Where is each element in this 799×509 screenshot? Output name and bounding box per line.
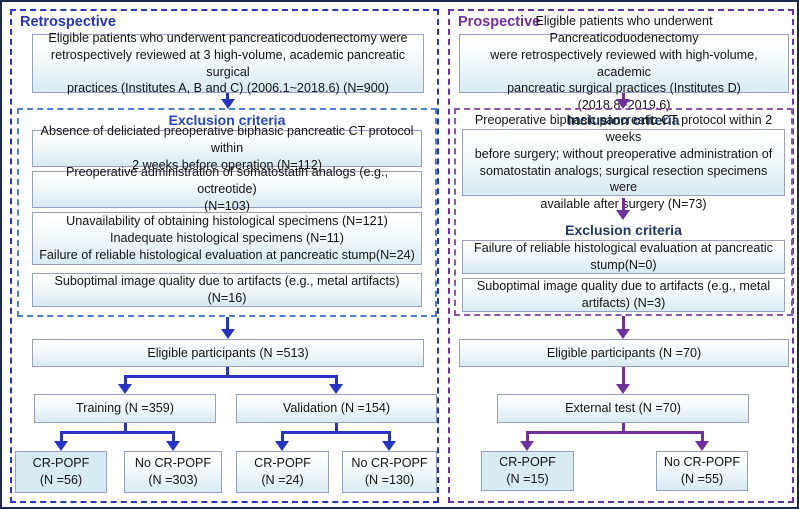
exclusion-item-box: Preoperative administration of somatosta… — [32, 165, 422, 213]
training-crpopf-box: CR-POPF (N =56) — [15, 451, 107, 493]
arrow-head — [221, 329, 235, 339]
exclusion-item-box: Failure of reliable histological evaluat… — [462, 240, 785, 274]
connector-line — [124, 423, 127, 433]
eligible-participants-box: Eligible participants (N =513) — [32, 339, 424, 367]
connector-line — [335, 423, 338, 433]
exclusion-item-box: Suboptimal image quality due to artifact… — [462, 278, 785, 312]
connector-line — [282, 431, 390, 434]
arrow-head — [221, 99, 235, 109]
arrow-head — [616, 210, 630, 220]
exclusion-criteria-container: Exclusion criteria Absence of deliciated… — [17, 108, 437, 317]
arrow-head — [382, 441, 396, 451]
validation-box: Validation (N =154) — [236, 394, 437, 423]
arrow-stem — [622, 367, 625, 386]
arrow-stem — [335, 375, 338, 385]
arrow-stem — [60, 431, 63, 442]
connector-line — [226, 367, 229, 377]
training-box: Training (N =359) — [34, 394, 216, 423]
arrow-head — [329, 384, 343, 394]
arrow-stem — [388, 431, 391, 442]
exclusion-item-box: Unavailability of obtaining histological… — [32, 212, 422, 265]
connector-line — [622, 423, 625, 433]
external-test-box: External test (N =70) — [497, 394, 749, 423]
arrow-stem — [281, 431, 284, 442]
exclusion-criteria-heading: Exclusion criteria — [565, 222, 682, 238]
criteria-container: Inclusion criteria Preoperative biphasic… — [454, 108, 793, 316]
no-crpopf-box: No CR-POPF (N =55) — [656, 451, 748, 491]
eligible-participants-box: Eligible participants (N =70) — [459, 339, 789, 367]
arrow-stem — [622, 316, 625, 331]
exclusion-criteria-heading: Exclusion criteria — [168, 112, 286, 128]
arrow-head — [520, 441, 534, 451]
arrow-stem — [526, 431, 529, 442]
arrow-stem — [124, 375, 127, 385]
connector-line — [125, 375, 338, 378]
inclusion-criteria-heading: Inclusion criteria — [567, 112, 680, 128]
arrow-stem — [172, 431, 175, 442]
arrow-head — [166, 441, 180, 451]
validation-crpopf-box: CR-POPF (N =24) — [236, 451, 329, 493]
crpopf-box: CR-POPF (N =15) — [481, 451, 574, 491]
arrow-head — [54, 441, 68, 451]
arrow-stem — [701, 431, 704, 442]
prospective-panel: Prospective Eligible patients who underw… — [448, 9, 794, 503]
arrow-stem — [622, 198, 625, 212]
arrow-stem — [226, 93, 229, 101]
prospective-intro-box: Eligible patients who underwent Pancreat… — [459, 14, 789, 112]
arrow-stem — [226, 317, 229, 331]
connector-line — [527, 431, 703, 434]
exclusion-item-box: Absence of deliciated preoperative bipha… — [32, 124, 422, 172]
arrow-stem — [622, 93, 625, 101]
retrospective-panel: Retrospective Eligible patients who unde… — [10, 9, 439, 503]
arrow-head — [616, 329, 630, 339]
prospective-title: Prospective — [458, 14, 541, 30]
inclusion-criteria-box: Preoperative biphasic pancreatic CT prot… — [462, 113, 785, 211]
exclusion-item-box: Suboptimal image quality due to artifact… — [32, 273, 422, 307]
retrospective-title: Retrospective — [20, 14, 116, 30]
retrospective-intro-box: Eligible patients who underwent pancreat… — [32, 31, 424, 95]
arrow-head — [118, 384, 132, 394]
arrow-head — [616, 384, 630, 394]
arrow-head — [616, 99, 630, 109]
training-no-crpopf-box: No CR-POPF (N =303) — [124, 451, 222, 493]
connector-line — [61, 431, 174, 434]
validation-no-crpopf-box: No CR-POPF (N =130) — [342, 451, 437, 493]
arrow-head — [275, 441, 289, 451]
arrow-head — [695, 441, 709, 451]
